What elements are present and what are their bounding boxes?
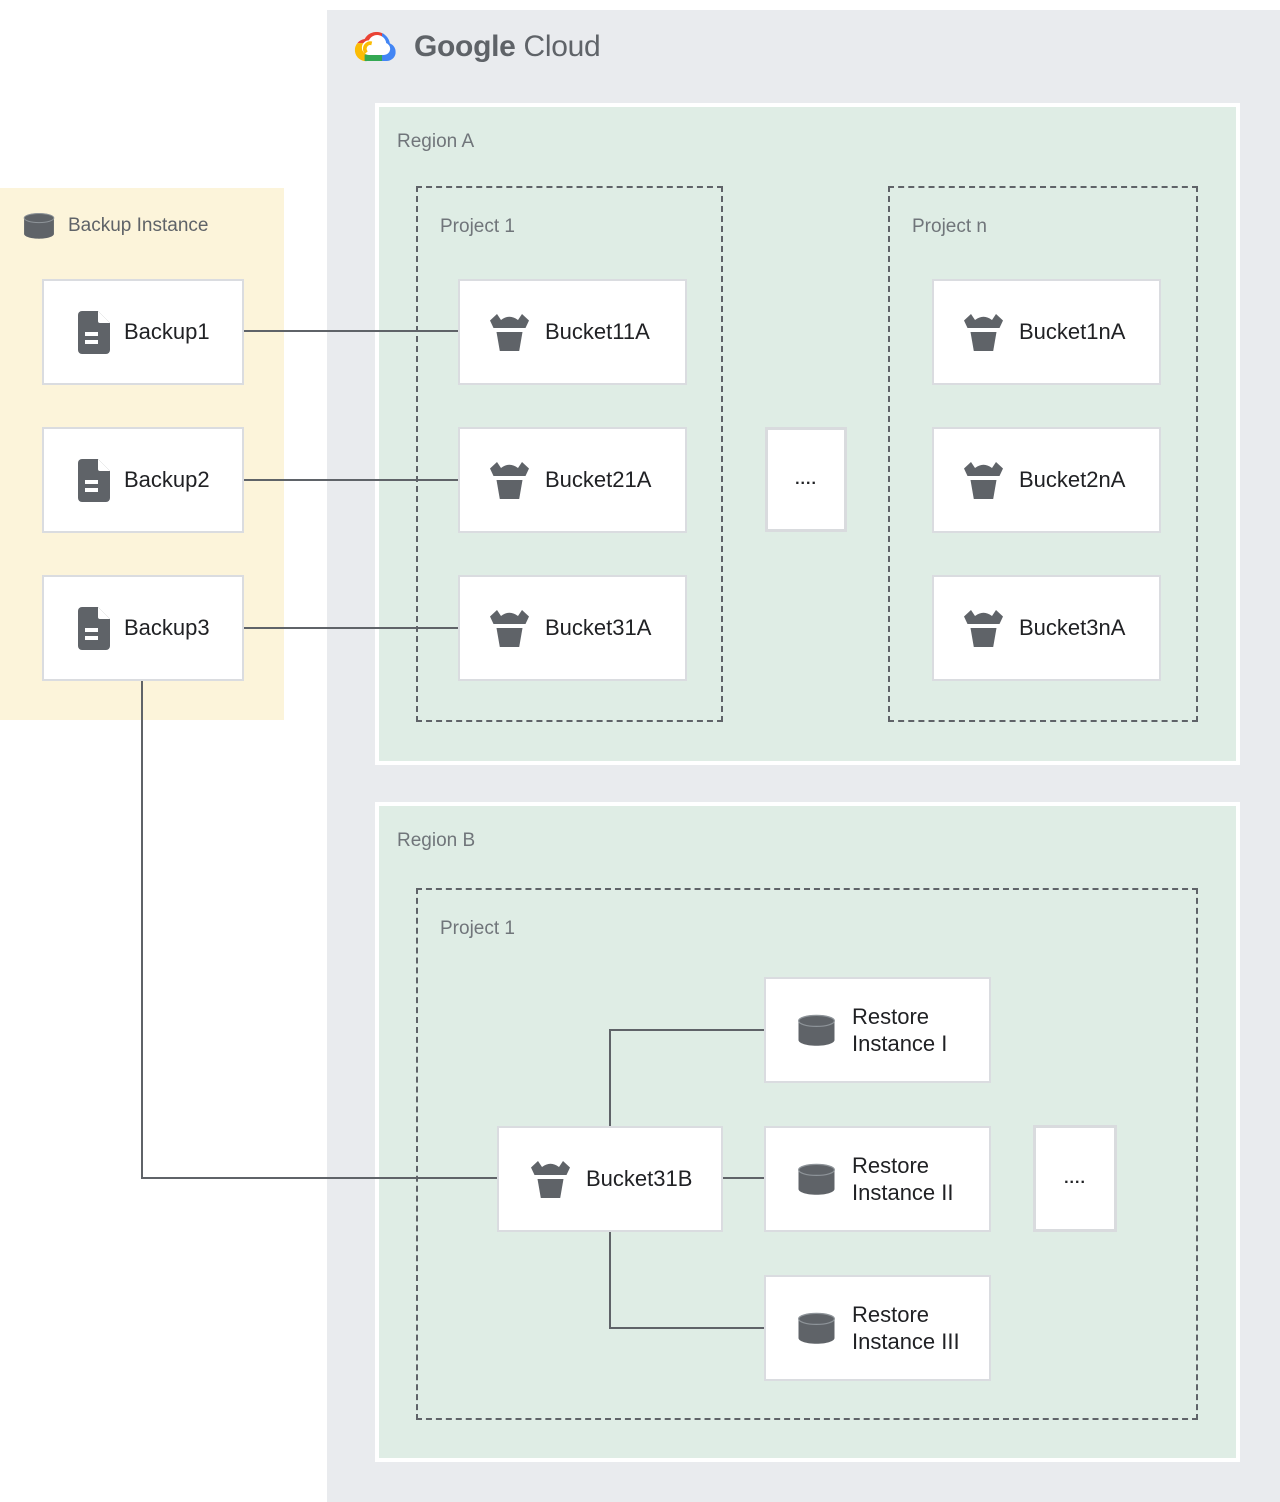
connector-backup1-bucket11a — [243, 330, 459, 332]
connector-backup2-bucket21a — [243, 479, 459, 481]
backup-instance-title: Backup Instance — [68, 215, 209, 236]
bucket-icon — [488, 312, 531, 353]
document-icon — [77, 310, 111, 354]
bucket-icon — [962, 312, 1005, 353]
project-label: Project n — [912, 216, 987, 237]
bucket21a-node: Bucket21A — [458, 427, 687, 533]
restore-instance-1-node: Restore Instance I — [764, 977, 991, 1083]
region-a-label: Region A — [397, 131, 475, 152]
region-a-project-1-box: Project 1 — [416, 186, 723, 722]
database-icon — [796, 1312, 837, 1345]
connector-backup3-bucket31a — [243, 627, 459, 629]
connector-backup3-down — [141, 680, 143, 1178]
bucket11a-node: Bucket11A — [458, 279, 687, 385]
connector-to-restore-2 — [723, 1177, 765, 1179]
bucket-icon — [962, 608, 1005, 649]
bucket3na-node: Bucket3nA — [932, 575, 1161, 681]
backup2-node: Backup2 — [42, 427, 244, 533]
bucket31a-node: Bucket31A — [458, 575, 687, 681]
database-icon — [796, 1014, 837, 1047]
database-icon — [796, 1163, 837, 1196]
bucket2na-node: Bucket2nA — [932, 427, 1161, 533]
database-icon — [22, 212, 56, 240]
connector-bucket31b-up — [609, 1030, 611, 1127]
region-a-project-n-box: Project n — [888, 186, 1198, 722]
backup1-node: Backup1 — [42, 279, 244, 385]
bucket-icon — [488, 608, 531, 649]
google-cloud-icon — [354, 28, 401, 66]
bucket1na-node: Bucket1nA — [932, 279, 1161, 385]
region-b-label: Region B — [397, 830, 476, 851]
bucket31b-node: Bucket31B — [497, 1126, 723, 1232]
bucket-icon — [962, 460, 1005, 501]
connector-to-bucket31b — [141, 1177, 497, 1179]
connector-bucket31b-down — [609, 1230, 611, 1328]
project-label: Project 1 — [440, 216, 515, 237]
backup-instance-header: Backup Instance — [22, 212, 208, 240]
project-label: Project 1 — [440, 918, 515, 939]
more-projects-ellipsis: .... — [765, 427, 847, 532]
document-icon — [77, 606, 111, 650]
document-icon — [77, 458, 111, 502]
restore-instance-2-node: Restore Instance II — [764, 1126, 991, 1232]
backup3-node: Backup3 — [42, 575, 244, 681]
more-restore-instances-ellipsis: .... — [1033, 1125, 1117, 1232]
restore-instance-3-node: Restore Instance III — [764, 1275, 991, 1381]
bucket-icon — [529, 1159, 572, 1200]
connector-to-restore-1 — [609, 1029, 765, 1031]
region-b-project-1-box: Project 1 — [416, 888, 1198, 1420]
bucket-icon — [488, 460, 531, 501]
connector-to-restore-3 — [609, 1327, 765, 1329]
